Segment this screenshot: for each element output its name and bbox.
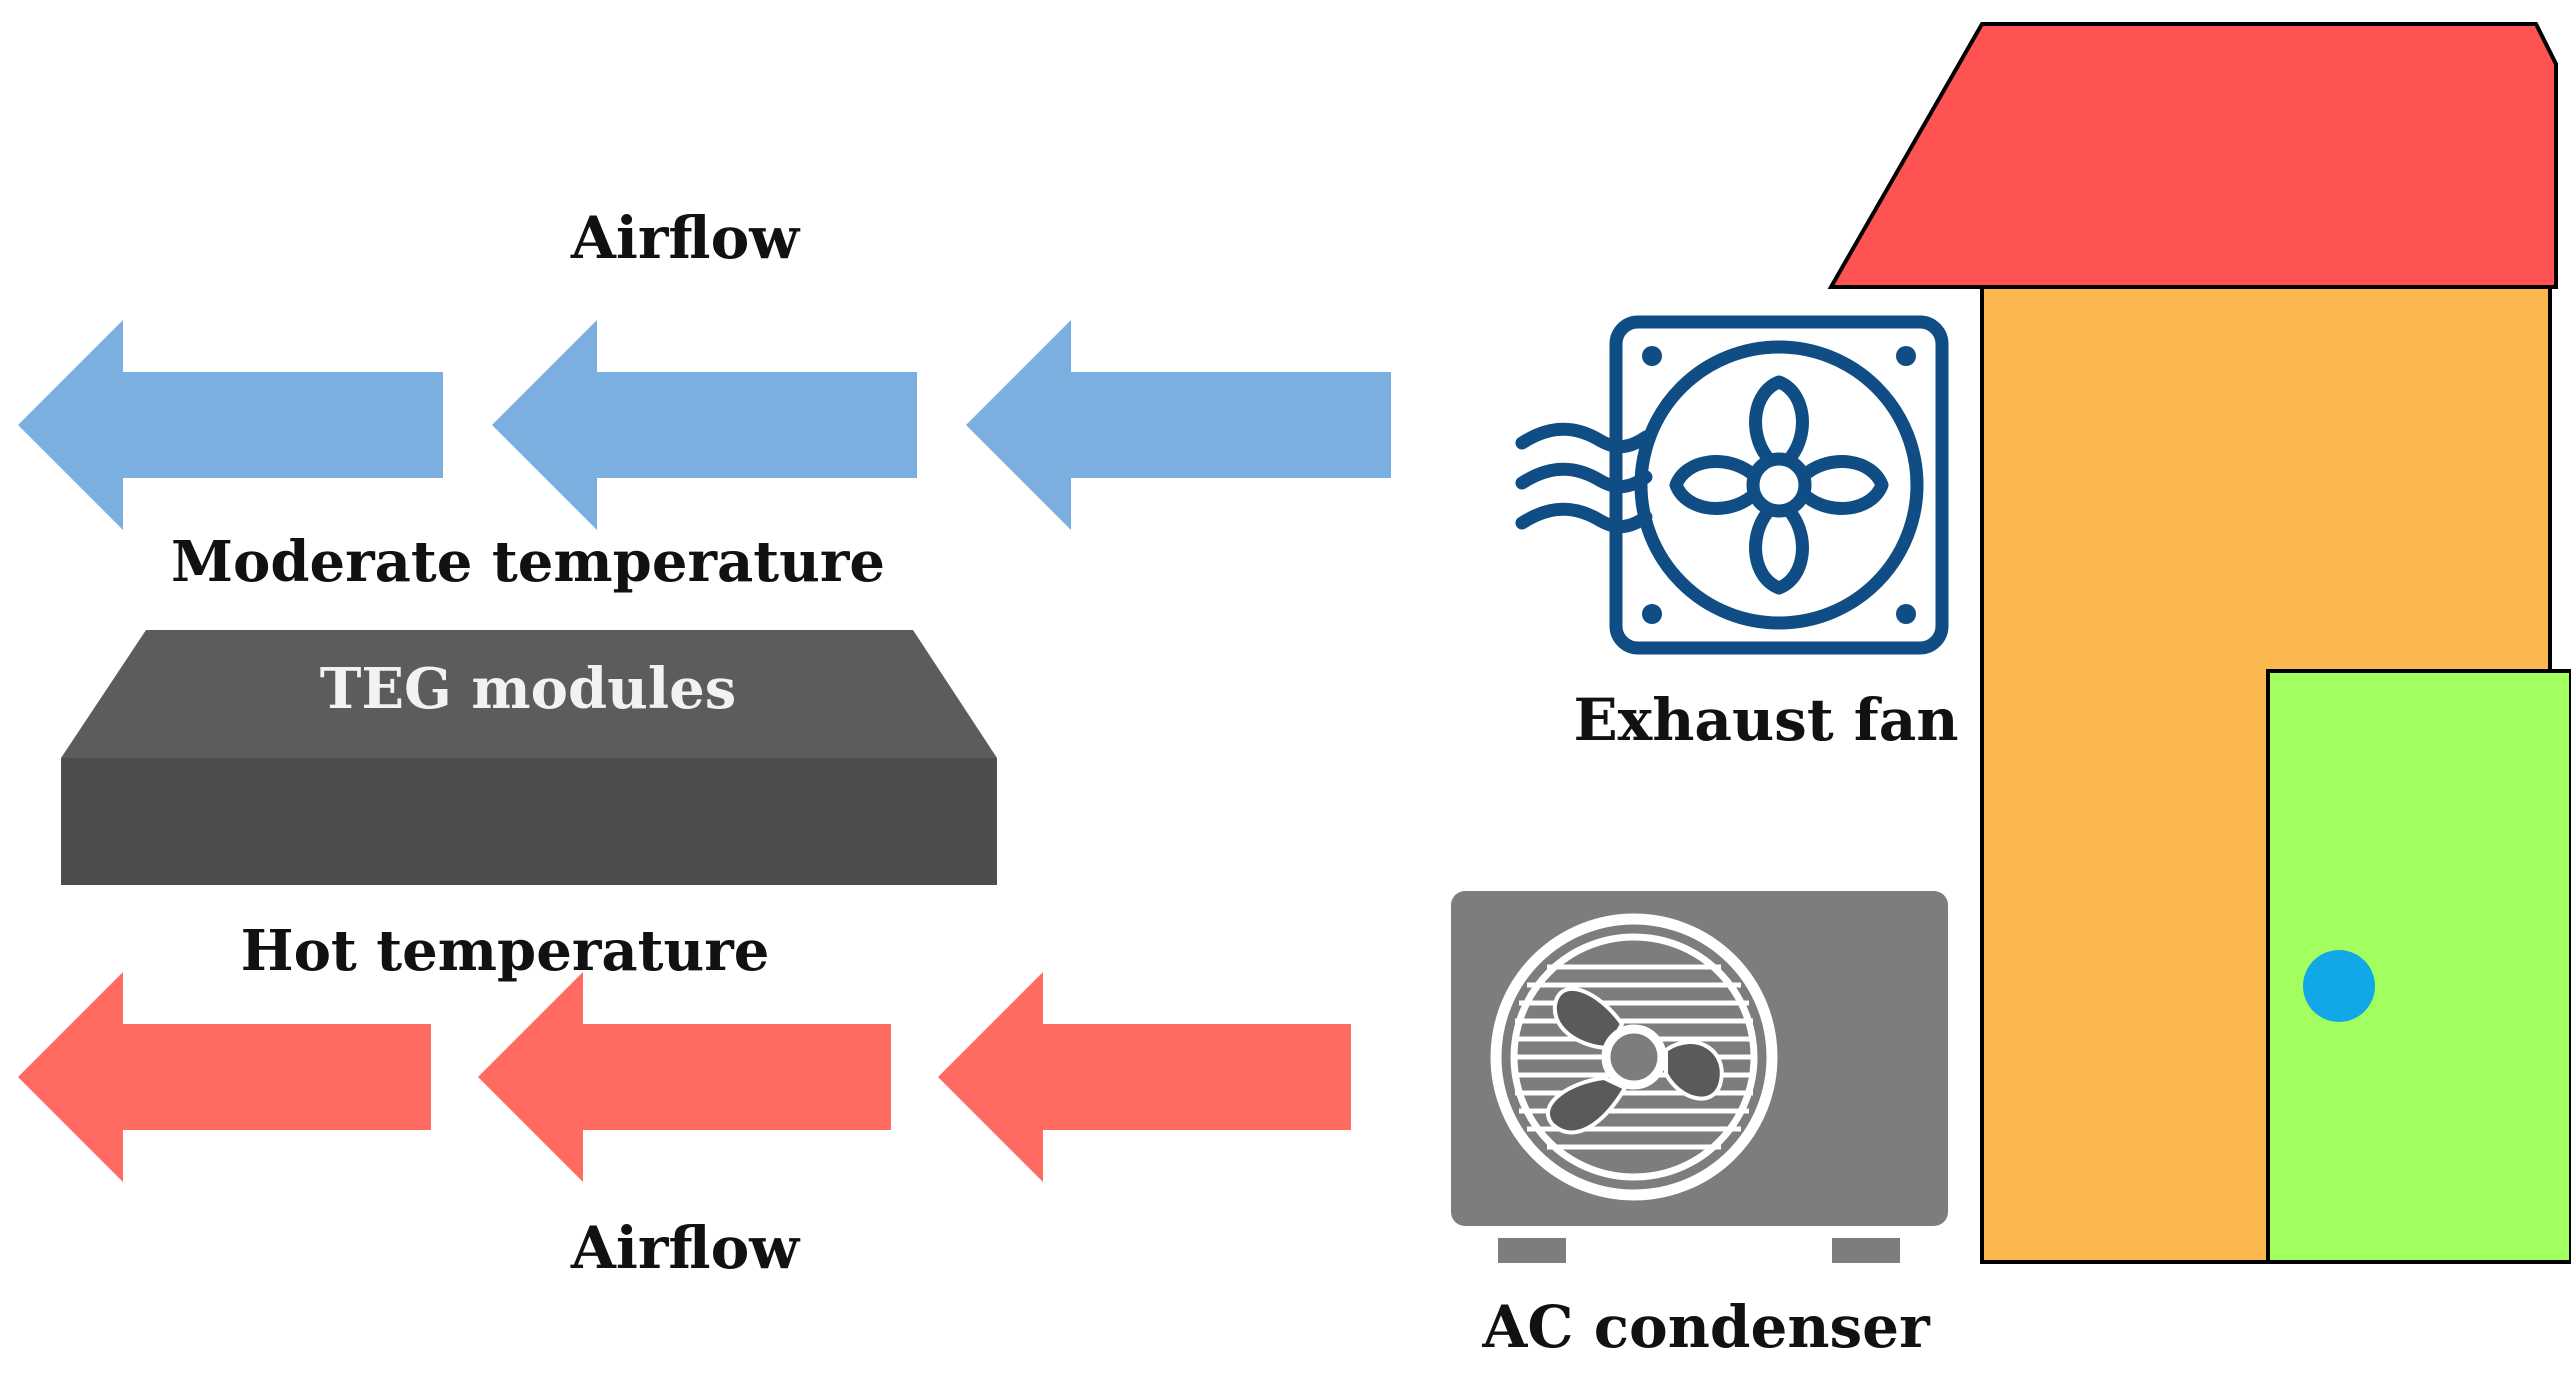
hot-airflow-arrow [18, 972, 431, 1182]
hot-airflow-arrow [938, 972, 1351, 1182]
hot-temperature-label: Hot temperature [241, 918, 770, 984]
airflow-bottom-label: Airflow [570, 1214, 801, 1282]
cool-airflow-arrows [18, 320, 1391, 530]
cool-airflow-arrow [966, 320, 1391, 530]
house-roof [1827, 22, 2558, 289]
door-knob [2303, 950, 2375, 1022]
exhaust-fan-label: Exhaust fan [1573, 686, 1958, 754]
cool-airflow-arrow [492, 320, 917, 530]
teg-modules-top-face [61, 630, 997, 758]
cool-airflow-arrow [18, 320, 443, 530]
ac-condenser-foot [1832, 1238, 1900, 1263]
ac-condenser-icon [1451, 891, 1948, 1263]
teg-modules-front-face [61, 758, 997, 885]
hot-airflow-arrow [478, 972, 891, 1182]
airflow-top-label: Airflow [570, 204, 801, 272]
exhaust-fan-icon [1515, 315, 1949, 655]
ac-condenser-label: AC condenser [1481, 1293, 1931, 1361]
teg-modules-label: TEG modules [320, 656, 737, 722]
moderate-temperature-label: Moderate temperature [171, 529, 885, 595]
house-icon [1827, 22, 2571, 1264]
teg-modules-block [61, 630, 997, 885]
ac-condenser-foot [1498, 1238, 1566, 1263]
hot-airflow-arrows [18, 972, 1351, 1182]
